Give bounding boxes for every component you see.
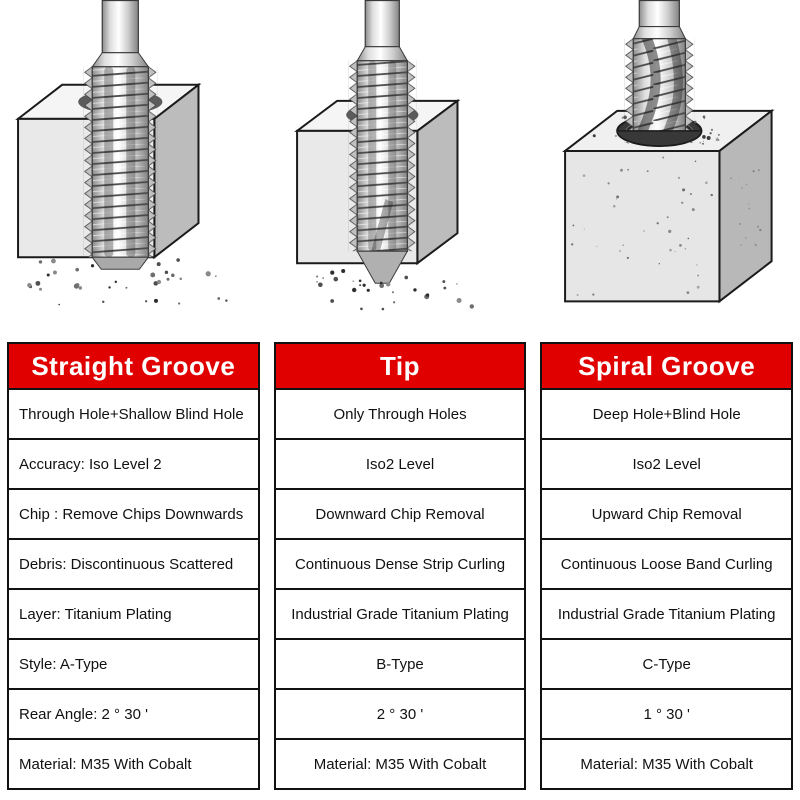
spec-cell: Debris: Discontinuous Scattered (7, 538, 260, 590)
spec-cell: Industrial Grade Titanium Plating (273, 588, 527, 640)
spec-cell: Continuous Loose Band Curling (540, 538, 794, 590)
spec-cell: Through Hole+Shallow Blind Hole (7, 388, 260, 440)
column-header: Tip (273, 342, 527, 390)
hole-front-rim (616, 130, 703, 147)
spec-cell: Iso2 Level (273, 438, 527, 490)
spiral-flute-tap (624, 0, 695, 144)
spiral-flute-tap-illustration (562, 0, 775, 304)
block-speckles-side (730, 169, 762, 247)
spec-cell: Material: M35 With Cobalt (7, 738, 260, 790)
spec-cell: B-Type (273, 638, 527, 690)
comparison-column-spiral-groove: Spiral Groove Deep Hole+Blind Hole Iso2 … (540, 342, 794, 790)
spiral-point-tap-illustration (293, 0, 474, 311)
comparison-table: Straight Groove Through Hole+Shallow Bli… (0, 338, 800, 790)
block-speckles-front (571, 156, 714, 297)
spec-cell: Downward Chip Removal (273, 488, 527, 540)
spec-cell: Upward Chip Removal (540, 488, 794, 540)
spec-cell: Chip : Remove Chips Downwards (7, 488, 260, 540)
illustration-row (0, 0, 800, 338)
spec-cell: Iso2 Level (540, 438, 794, 490)
chip-debris (27, 258, 228, 306)
spec-cell: C-Type (540, 638, 794, 690)
column-header: Straight Groove (7, 342, 260, 390)
spec-cell: Only Through Holes (273, 388, 527, 440)
spec-cell: Continuous Dense Strip Curling (273, 538, 527, 590)
column-header: Spiral Groove (540, 342, 794, 390)
comparison-column-tip: Tip Only Through Holes Iso2 Level Downwa… (273, 342, 527, 790)
straight-flute-tap-illustration (15, 0, 228, 306)
spec-cell: Material: M35 With Cobalt (540, 738, 794, 790)
spec-cell: 2 ° 30 ' (273, 688, 527, 740)
spec-cell: Deep Hole+Blind Hole (540, 388, 794, 440)
spec-cell: Layer: Titanium Plating (7, 588, 260, 640)
chip-debris (315, 269, 474, 311)
spec-cell: Accuracy: Iso Level 2 (7, 438, 260, 490)
spec-cell: 1 ° 30 ' (540, 688, 794, 740)
spiral-point-tap (347, 0, 417, 284)
straight-flute-tap (83, 0, 158, 270)
comparison-column-straight-groove: Straight Groove Through Hole+Shallow Bli… (7, 342, 260, 790)
spec-cell: Material: M35 With Cobalt (273, 738, 527, 790)
spec-cell: Style: A-Type (7, 638, 260, 690)
spec-cell: Rear Angle: 2 ° 30 ' (7, 688, 260, 740)
spec-cell: Industrial Grade Titanium Plating (540, 588, 794, 640)
